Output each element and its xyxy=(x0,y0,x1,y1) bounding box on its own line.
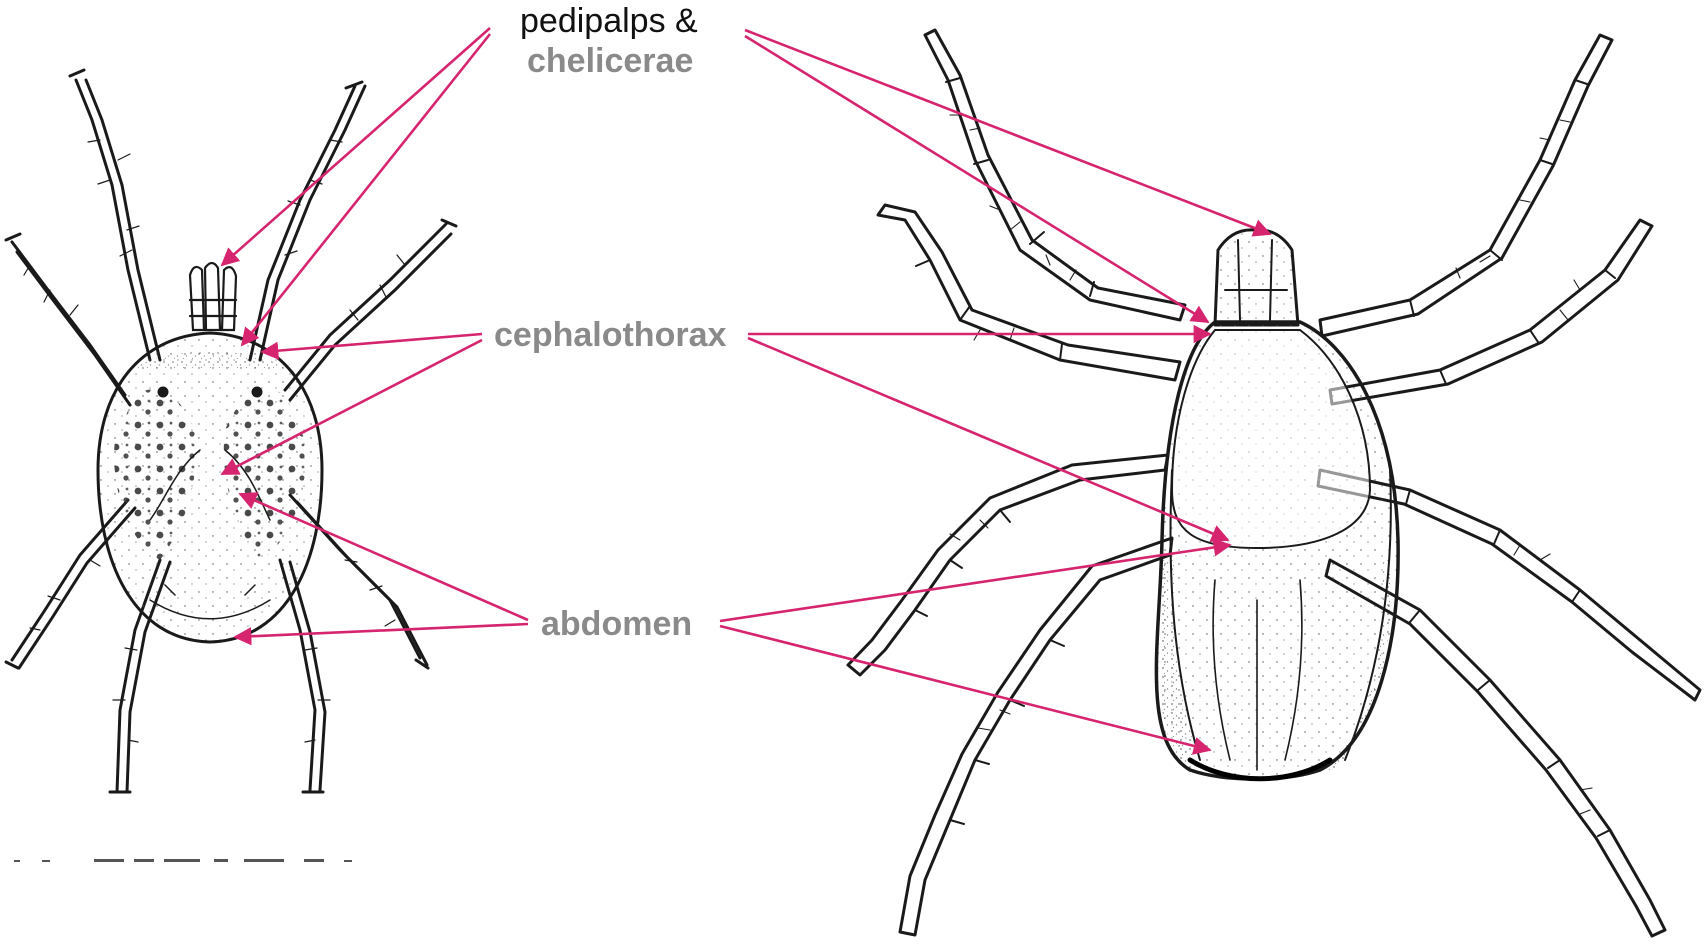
tick-capitulum xyxy=(1215,230,1298,325)
tick-figure xyxy=(848,30,1700,936)
illegible-credit-line xyxy=(14,858,374,864)
arrow-mite-chelicerae xyxy=(242,34,490,345)
mite-mouthparts xyxy=(190,263,236,330)
arrow-tick-chelicerae xyxy=(745,36,1208,322)
arrow-mite-ceph-1 xyxy=(262,334,482,352)
arrow-tick-abd-1 xyxy=(720,545,1230,621)
label-pedipalps: pedipalps & xyxy=(520,2,698,40)
label-abdomen: abdomen xyxy=(541,605,692,643)
label-chelicerae: chelicerae xyxy=(527,42,693,80)
label-cephalothorax: cephalothorax xyxy=(494,316,726,354)
arrow-tick-abd-2 xyxy=(720,626,1210,750)
arrow-mite-pedipalps xyxy=(222,28,490,265)
arrow-mite-abd-2 xyxy=(235,624,528,637)
mite-figure xyxy=(6,70,456,792)
leader-lines xyxy=(222,28,1270,750)
